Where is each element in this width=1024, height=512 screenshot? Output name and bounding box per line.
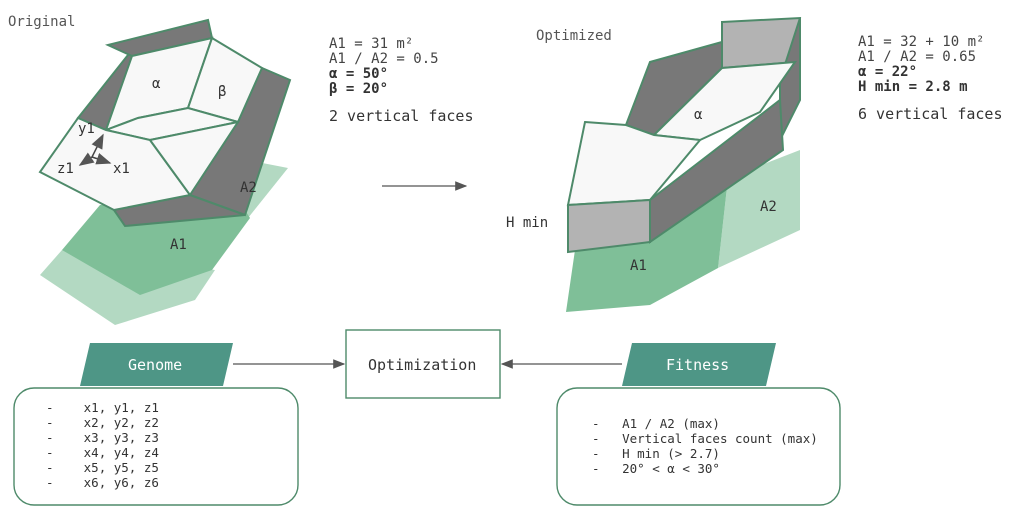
original-stat-ratio: A1 / A2 = 0.5 bbox=[329, 51, 439, 67]
fitness-tag: Fitness bbox=[666, 356, 730, 374]
original-faces-note: 2 vertical faces bbox=[329, 107, 474, 125]
optimized-wall-front-gray bbox=[567, 198, 651, 254]
optimized-a1-label: A1 bbox=[630, 258, 647, 274]
optimized-alpha-label: α bbox=[694, 107, 703, 123]
fitness-list: - A1 / A2 (max) - Vertical faces count (… bbox=[592, 416, 818, 476]
optimized-stat-alpha: α = 22° bbox=[858, 64, 918, 80]
original-a2-label: A2 bbox=[240, 180, 257, 196]
original-stat-area: A1 = 31 m² bbox=[329, 36, 414, 52]
fitness-list-box bbox=[556, 387, 841, 506]
axis-x1-label: x1 bbox=[113, 161, 130, 177]
axis-z1-label: z1 bbox=[57, 161, 74, 177]
genome-tag: Genome bbox=[128, 356, 183, 374]
original-caption: Original bbox=[8, 14, 76, 30]
fitness-tag-shape bbox=[622, 343, 776, 386]
genome-list-box bbox=[13, 387, 299, 506]
original-alpha-label: α bbox=[152, 76, 161, 92]
optimized-stats: A1 = 32 + 10 m² A1 / A2 = 0.65 α = 22° H… bbox=[858, 34, 1003, 124]
optimized-caption: Optimized bbox=[536, 28, 612, 44]
optimized-faces-note: 6 vertical faces bbox=[858, 105, 1003, 123]
optimized-wall-front-dark bbox=[649, 98, 785, 244]
fitness-item: - H min (> 2.7) bbox=[592, 446, 720, 461]
original-building bbox=[38, 18, 292, 325]
h-min-label: H min bbox=[506, 215, 549, 231]
genome-item: - x3, y3, z3 bbox=[46, 430, 159, 445]
optimization-label: Optimization bbox=[368, 356, 477, 374]
axis-gizmo bbox=[78, 133, 112, 166]
original-ground-a1 bbox=[62, 195, 250, 295]
optimized-stat-area: A1 = 32 + 10 m² bbox=[858, 34, 985, 50]
genome-item: - x2, y2, z2 bbox=[46, 415, 159, 430]
fitness-item: - Vertical faces count (max) bbox=[592, 431, 818, 446]
optimized-stat-ratio: A1 / A2 = 0.65 bbox=[858, 49, 977, 65]
original-stat-alpha: α = 50° bbox=[329, 66, 389, 82]
genome-list: - x1, y1, z1 - x2, y2, z2 - x3, y3, z3 -… bbox=[46, 400, 159, 490]
original-beta-label: β bbox=[218, 84, 227, 100]
genome-tag-shape bbox=[80, 343, 233, 386]
optimized-building bbox=[566, 16, 802, 312]
original-roof-side bbox=[148, 120, 241, 197]
genome-item: - x5, y5, z5 bbox=[46, 460, 159, 475]
axis-y1-label: y1 bbox=[78, 121, 95, 137]
genome-item: - x1, y1, z1 bbox=[46, 400, 159, 415]
optimized-stat-hmin: H min = 2.8 m bbox=[858, 79, 968, 95]
genome-item: - x4, y4, z4 bbox=[46, 445, 159, 460]
optimization-box bbox=[345, 329, 501, 399]
genome-item: - x6, y6, z6 bbox=[46, 475, 159, 490]
fitness-item: - A1 / A2 (max) bbox=[592, 416, 720, 431]
original-stat-beta: β = 20° bbox=[329, 81, 389, 97]
optimized-a2-label: A2 bbox=[760, 199, 777, 215]
fitness-item: - 20° < α < 30° bbox=[592, 461, 720, 476]
original-stats: A1 = 31 m² A1 / A2 = 0.5 α = 50° β = 20°… bbox=[329, 36, 474, 126]
original-a1-label: A1 bbox=[170, 237, 187, 253]
